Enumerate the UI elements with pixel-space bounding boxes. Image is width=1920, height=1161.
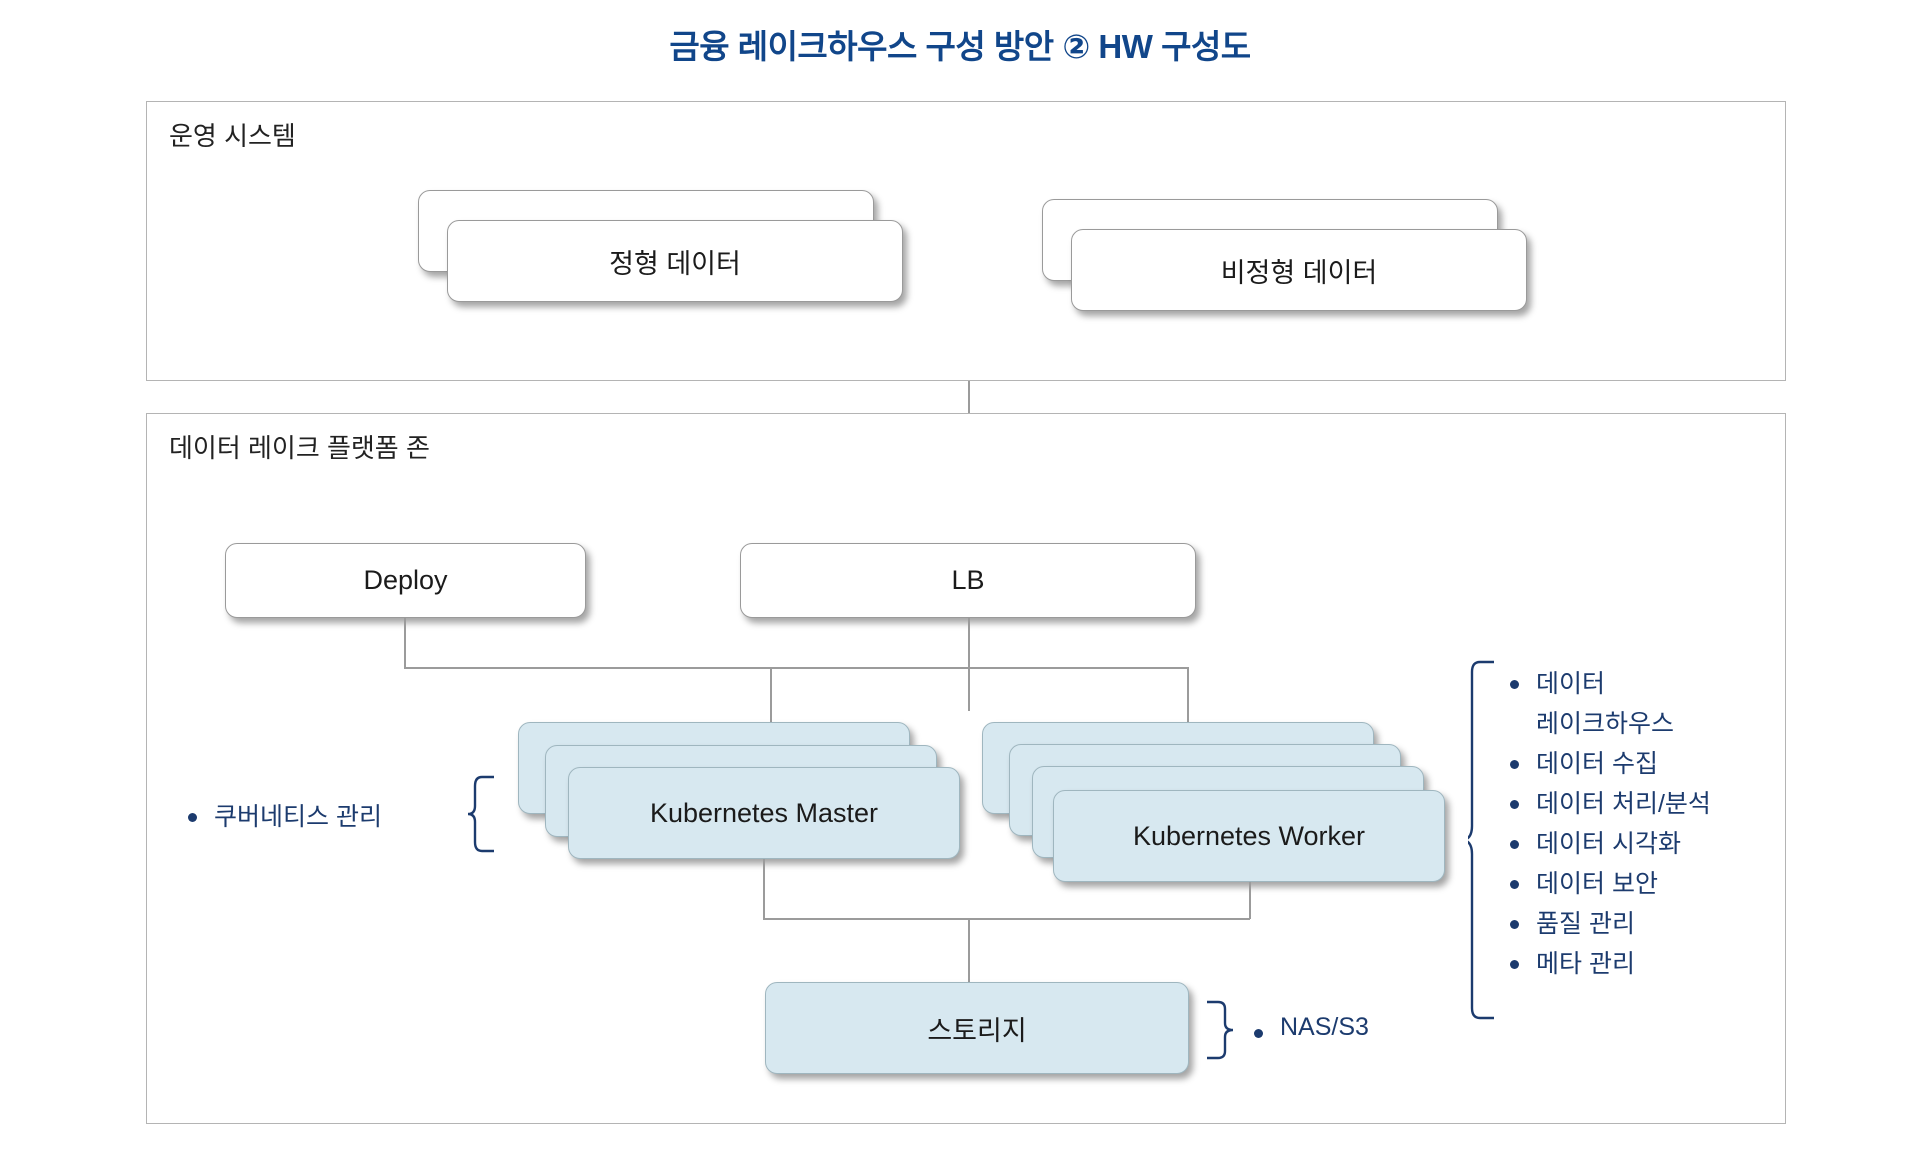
connector-lb-down <box>968 618 970 711</box>
node-k8s-master[interactable]: Kubernetes Master <box>568 767 960 859</box>
connector-bus-to-master <box>770 667 772 723</box>
list-item: 데이터 처리/분석 <box>1510 784 1711 824</box>
connector-worker-down <box>1249 882 1251 919</box>
bullet-dot-icon <box>1510 800 1519 809</box>
bullet-dot-icon <box>1510 880 1519 889</box>
worker-feature-label: 데이터 시각화 <box>1536 830 1681 858</box>
bullet-dot-icon <box>1510 920 1519 929</box>
callout-k8s-master-text: 쿠버네티스 관리 <box>214 803 382 831</box>
node-deploy[interactable]: Deploy <box>225 543 586 618</box>
list-item: 품질 관리 <box>1510 904 1711 944</box>
list-item: NAS/S3 <box>1254 1013 1369 1042</box>
connector-deploy-down <box>404 618 406 668</box>
brace-k8s-master <box>466 775 496 853</box>
callout-k8s-worker-list: 데이터 레이크하우스 데이터 수집 데이터 처리/분석 데이터 시각화 데이터 … <box>1510 664 1711 984</box>
list-item: 메타 관리 <box>1510 944 1711 984</box>
callout-storage-text: NAS/S3 <box>1280 1013 1369 1041</box>
node-structured-data[interactable]: 정형 데이터 <box>447 220 903 302</box>
connector-master-down <box>763 859 765 919</box>
worker-feature-label: 메타 관리 <box>1536 950 1635 978</box>
bullet-dot-icon <box>188 813 197 822</box>
node-storage[interactable]: 스토리지 <box>765 982 1189 1074</box>
zone-data-lake-label: 데이터 레이크 플랫폼 존 <box>169 433 430 463</box>
node-unstructured-data[interactable]: 비정형 데이터 <box>1071 229 1527 311</box>
node-lb[interactable]: LB <box>740 543 1196 618</box>
zone-operations-label: 운영 시스템 <box>169 121 296 151</box>
connector-deploy-bus <box>404 667 770 669</box>
list-item: 데이터 수집 <box>1510 744 1711 784</box>
list-item: 쿠버네티스 관리 <box>188 797 382 833</box>
connector-storage-bus <box>763 918 1250 920</box>
callout-k8s-master: 쿠버네티스 관리 <box>188 797 382 833</box>
worker-feature-label: 데이터 레이크하우스 <box>1536 670 1675 738</box>
list-item: 데이터 보안 <box>1510 864 1711 904</box>
worker-feature-label: 데이터 처리/분석 <box>1536 790 1711 818</box>
bullet-dot-icon <box>1254 1029 1263 1038</box>
zone-operations-system: 운영 시스템 <box>146 101 1786 381</box>
bullet-dot-icon <box>1510 680 1519 689</box>
brace-storage <box>1205 1000 1235 1060</box>
bullet-dot-icon <box>1510 840 1519 849</box>
brace-k8s-worker <box>1468 660 1498 1020</box>
connector-bus-to-storage <box>968 918 970 982</box>
connector-lb-bus <box>770 667 1188 669</box>
node-k8s-worker[interactable]: Kubernetes Worker <box>1053 790 1445 882</box>
worker-feature-label: 데이터 보안 <box>1536 870 1658 898</box>
list-item: 데이터 레이크하우스 <box>1510 664 1711 744</box>
worker-feature-label: 품질 관리 <box>1536 910 1635 938</box>
bullet-dot-icon <box>1510 960 1519 969</box>
callout-storage: NAS/S3 <box>1254 1013 1369 1042</box>
list-item: 데이터 시각화 <box>1510 824 1711 864</box>
bullet-dot-icon <box>1510 760 1519 769</box>
page-title: 금융 레이크하우스 구성 방안 ② HW 구성도 <box>669 28 1251 65</box>
worker-feature-label: 데이터 수집 <box>1536 750 1658 778</box>
connector-bus-to-worker <box>1187 667 1189 723</box>
